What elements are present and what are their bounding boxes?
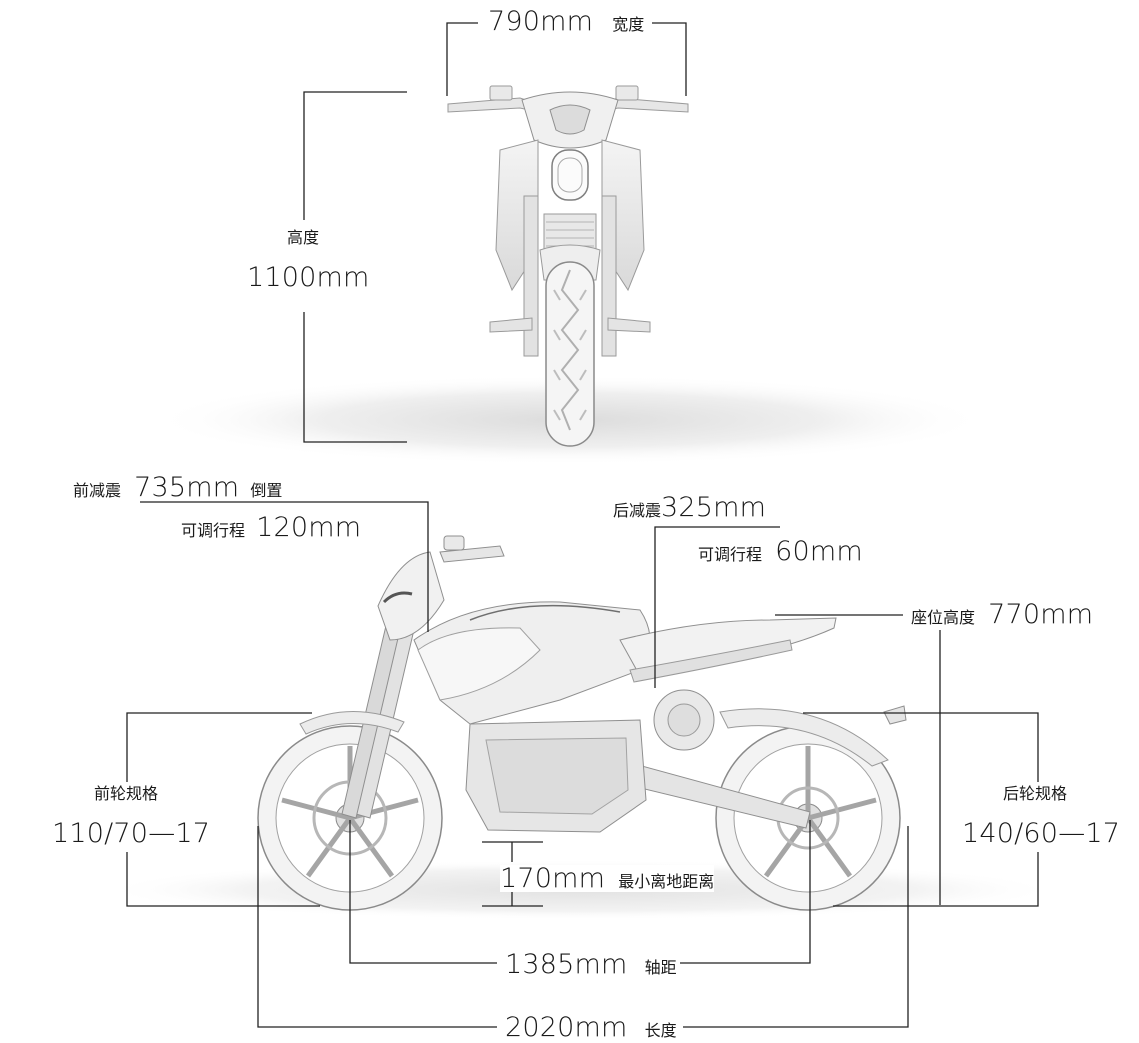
wheelbase-value: 1385mm [505, 949, 628, 980]
width-value: 790mm [488, 6, 594, 37]
front-suspension-caption: 前减震 [73, 481, 122, 500]
front-tire-line-top [126, 712, 312, 782]
rear-suspension-label: 后减震325mm [613, 492, 767, 523]
front-tire-line-bottom [126, 852, 320, 907]
rear-suspension-line [654, 526, 780, 688]
front-suspension-travel: 可调行程 120mm [181, 512, 362, 543]
front-tire-caption: 前轮规格 [94, 784, 159, 803]
front-suspension-travel-caption: 可调行程 [181, 521, 246, 540]
front-suspension-travel-value: 120mm [256, 512, 362, 543]
seat-height-caption: 座位高度 [911, 608, 976, 627]
ground-clearance-caption: 最小离地距离 [618, 872, 715, 891]
rear-suspension-travel-caption: 可调行程 [698, 545, 763, 564]
rear-tire-line-top [803, 712, 1039, 782]
width-line-left [446, 22, 478, 96]
length-line-left [257, 826, 497, 1028]
wheelbase-line-right [680, 820, 811, 964]
height-caption: 高度 [287, 228, 320, 247]
front-suspension-line [140, 501, 429, 632]
seat-height-value: 770mm [988, 599, 1094, 630]
height-line-top [303, 91, 407, 220]
ground-clearance-label: 170mm 最小离地距离 [500, 863, 715, 894]
wheelbase-label: 1385mm 轴距 [505, 951, 677, 978]
height-value: 1100mm [247, 262, 370, 293]
front-suspension-value: 735mm [134, 472, 240, 503]
dimension-lines [126, 22, 1039, 1028]
front-suspension-label: 前减震 735mm 倒置 [73, 472, 283, 503]
rear-suspension-caption: 后减震 [613, 501, 662, 520]
width-line-right [652, 22, 687, 96]
rear-tire-line-bottom [833, 852, 1039, 907]
rear-suspension-value: 325mm [661, 492, 767, 523]
length-line-right [683, 826, 909, 1028]
wheelbase-line-left [349, 820, 497, 964]
wheelbase-caption: 轴距 [644, 958, 677, 977]
height-line-bottom [303, 312, 407, 443]
seat-height-label: 座位高度 770mm [911, 599, 1094, 630]
rear-suspension-travel: 可调行程 60mm [698, 538, 863, 565]
front-tire-value: 110/70—17 [52, 818, 211, 849]
length-label: 2020mm 长度 [505, 1014, 677, 1041]
rear-tire-caption: 后轮规格 [1003, 784, 1068, 803]
front-suspension-note: 倒置 [250, 481, 283, 500]
width-caption: 宽度 [612, 15, 645, 34]
length-caption: 长度 [644, 1021, 677, 1040]
ground-clearance-value: 170mm [500, 863, 606, 894]
width-label: 790mm 宽度 [488, 6, 645, 37]
side-view-illustration [100, 535, 1060, 920]
rear-tire-value: 140/60—17 [962, 818, 1121, 849]
rear-suspension-travel-value: 60mm [775, 536, 863, 567]
length-value: 2020mm [505, 1012, 628, 1043]
